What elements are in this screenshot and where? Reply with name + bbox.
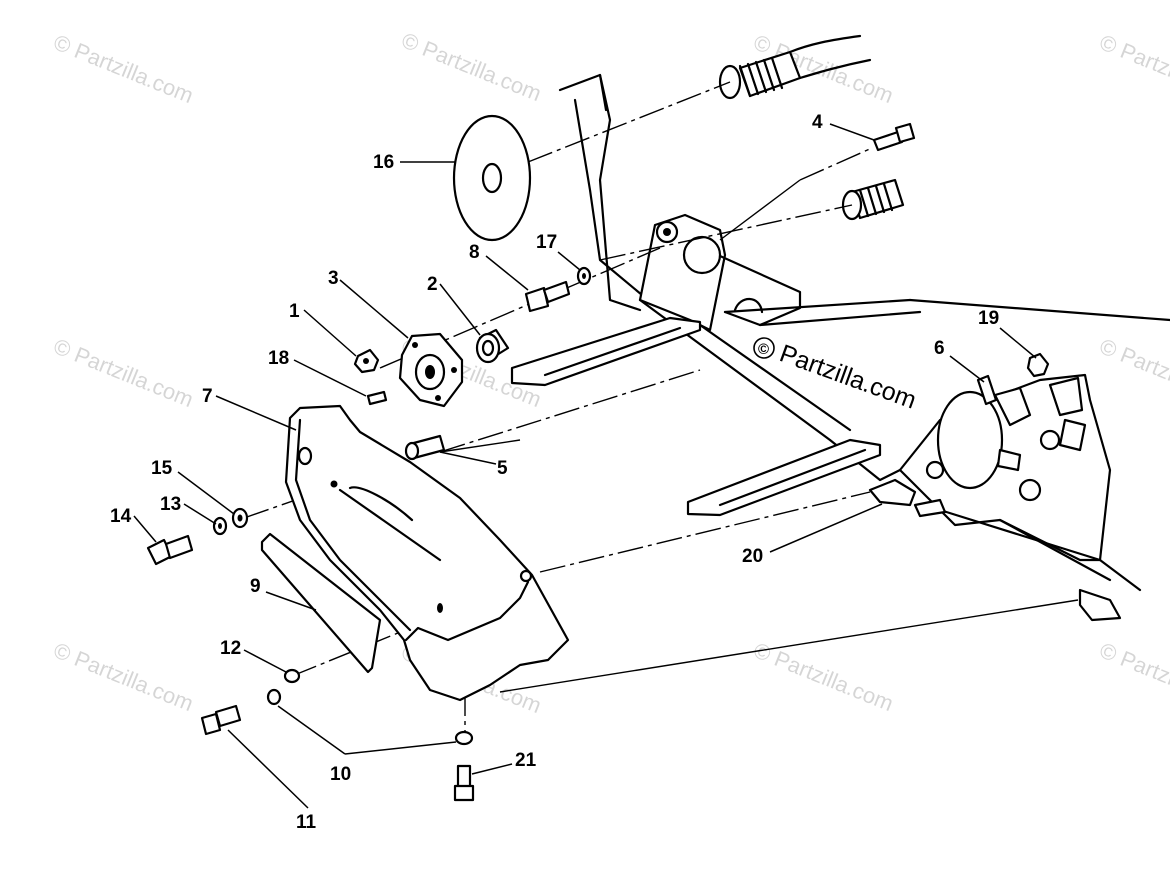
part-12-plug	[283, 668, 301, 684]
callout-10: 10	[330, 764, 351, 785]
watermark: © Partzilla.com	[1096, 637, 1170, 716]
callout-11: 11	[296, 812, 317, 833]
callout-14: 14	[110, 506, 132, 527]
part-9-strip	[260, 532, 382, 674]
callout-16: 16	[373, 152, 394, 173]
watermark: © Partzilla.com	[50, 333, 197, 412]
watermark: © Partzilla.com	[50, 637, 197, 716]
callout-13: 13	[160, 494, 181, 515]
part-1-nut	[353, 348, 380, 374]
drive-shaft-upper	[718, 34, 872, 100]
part-8-bolt	[524, 280, 571, 313]
part-5-pin	[404, 434, 446, 461]
part-15-washer	[231, 507, 249, 529]
part-21-bolt	[453, 764, 475, 802]
callout-6: 6	[934, 338, 945, 359]
part-10-washer	[266, 688, 474, 746]
callout-19: 19	[978, 308, 999, 329]
callout-18: 18	[268, 348, 289, 369]
watermark-main-text: Partzilla.com	[776, 339, 920, 414]
part-3-flange	[398, 332, 464, 408]
part-7-guard	[284, 404, 570, 702]
watermark-layer: © Partzilla.com © Partzilla.com © Partzi…	[50, 27, 1170, 718]
part-2-bushing	[475, 328, 510, 364]
callout-21: 21	[515, 750, 537, 771]
callout-9: 9	[250, 576, 261, 597]
leader-lines	[133, 123, 1037, 809]
part-16-disc	[452, 114, 532, 242]
part-13-washer	[212, 516, 228, 536]
chassis-frame	[510, 73, 1170, 622]
copyright-symbol: ©	[758, 341, 769, 358]
part-18-screw	[366, 390, 388, 406]
part-17-washer	[576, 266, 592, 286]
callout-3: 3	[328, 268, 339, 289]
part-14-bolt	[146, 534, 194, 566]
watermark: © Partzilla.com	[1096, 333, 1170, 412]
callout-2: 2	[427, 274, 438, 295]
part-4-bolt	[872, 122, 916, 152]
part-11-bolt	[200, 704, 242, 736]
callout-4: 4	[812, 112, 823, 133]
callout-20: 20	[742, 546, 763, 567]
callout-8: 8	[469, 242, 480, 263]
callout-7: 7	[202, 386, 213, 407]
drive-shaft-lower	[841, 178, 905, 221]
watermark: © Partzilla.com	[50, 29, 197, 108]
watermark: © Partzilla.com	[398, 27, 545, 106]
callout-5: 5	[497, 458, 508, 479]
callout-labels: 16 4 8 17 2 3 1 18 7 5 15 13 14 9 12 10 …	[110, 112, 999, 833]
callout-12: 12	[220, 638, 241, 659]
callout-15: 15	[151, 458, 173, 479]
copyright-icon	[753, 337, 775, 359]
part-6-clamp	[976, 374, 998, 406]
part-19-nut	[1026, 352, 1050, 378]
callout-1: 1	[289, 301, 300, 322]
watermark: © Partzilla.com	[1096, 29, 1170, 108]
callout-17: 17	[536, 232, 557, 253]
